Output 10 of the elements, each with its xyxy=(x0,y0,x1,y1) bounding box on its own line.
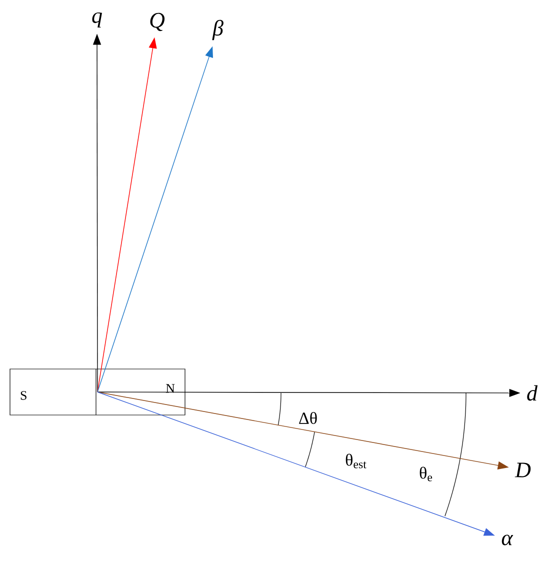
axis-label: Q xyxy=(150,12,165,32)
angle-label: θ$_{est}$ xyxy=(346,454,366,468)
axis-label: d xyxy=(527,385,538,401)
angle-label: Δθ xyxy=(299,412,317,424)
axis-label: β xyxy=(212,20,224,40)
angle-label: θ$_{e}$ xyxy=(420,466,432,482)
magnet-drawing: S N xyxy=(10,368,186,416)
axis-label: α xyxy=(502,534,514,546)
axis-label: D xyxy=(514,462,531,478)
axis-label: q xyxy=(92,12,102,28)
